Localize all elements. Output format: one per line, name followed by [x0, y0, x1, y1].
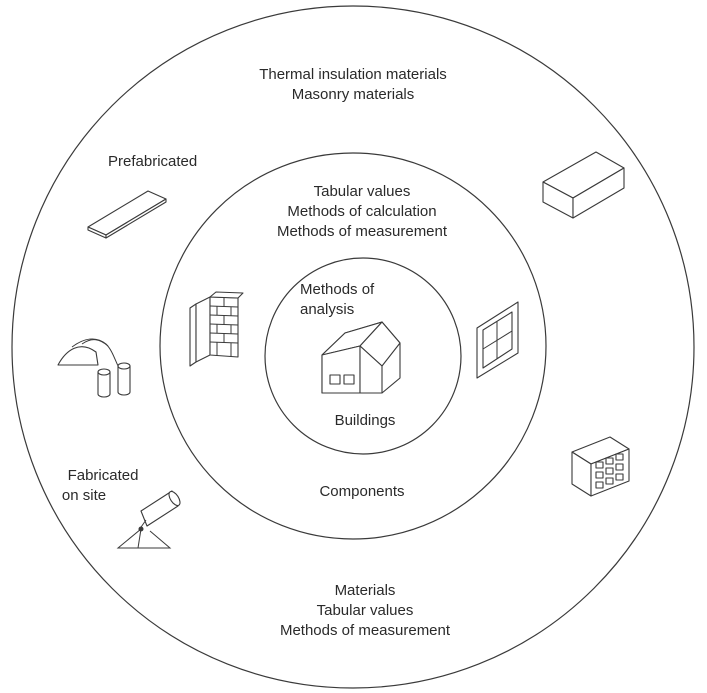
- house-icon: [321, 321, 401, 394]
- outer-top-line-1: Thermal insulation materials: [259, 66, 447, 83]
- fabricated-label-line-1: Fabricated: [68, 467, 139, 484]
- outer-bottom-line-1: Materials: [335, 582, 396, 599]
- insulation-slab-icon: [87, 190, 167, 239]
- outer-bottom-line-3: Methods of measurement: [280, 622, 451, 639]
- perforated-brick-icon: [571, 436, 630, 497]
- inner-ring-buildings: [264, 257, 462, 455]
- masonry-block-icon: [542, 151, 625, 219]
- brick-wall-icon: [189, 291, 244, 367]
- middle-ring-components: [159, 152, 547, 540]
- outer-bottom-line-2: Tabular values: [317, 602, 414, 619]
- middle-top-line-2: Methods of calculation: [287, 203, 436, 220]
- prefabricated-label: Prefabricated: [108, 153, 197, 170]
- inner-top-line-1: Methods of: [300, 281, 375, 298]
- spray-gun-icon: [116, 490, 181, 549]
- outer-top-line-2: Masonry materials: [292, 86, 415, 103]
- outer-ring-materials: [11, 5, 695, 689]
- inner-top-line-2: analysis: [300, 301, 354, 318]
- fabricated-label-line-2: on site: [62, 487, 106, 504]
- buildings-label: Buildings: [335, 412, 396, 429]
- components-label: Components: [319, 483, 404, 500]
- middle-top-line-3: Methods of measurement: [277, 223, 448, 240]
- middle-top-line-1: Tabular values: [314, 183, 411, 200]
- pouring-cylinders-icon: [57, 338, 131, 398]
- window-frame-icon: [476, 301, 519, 379]
